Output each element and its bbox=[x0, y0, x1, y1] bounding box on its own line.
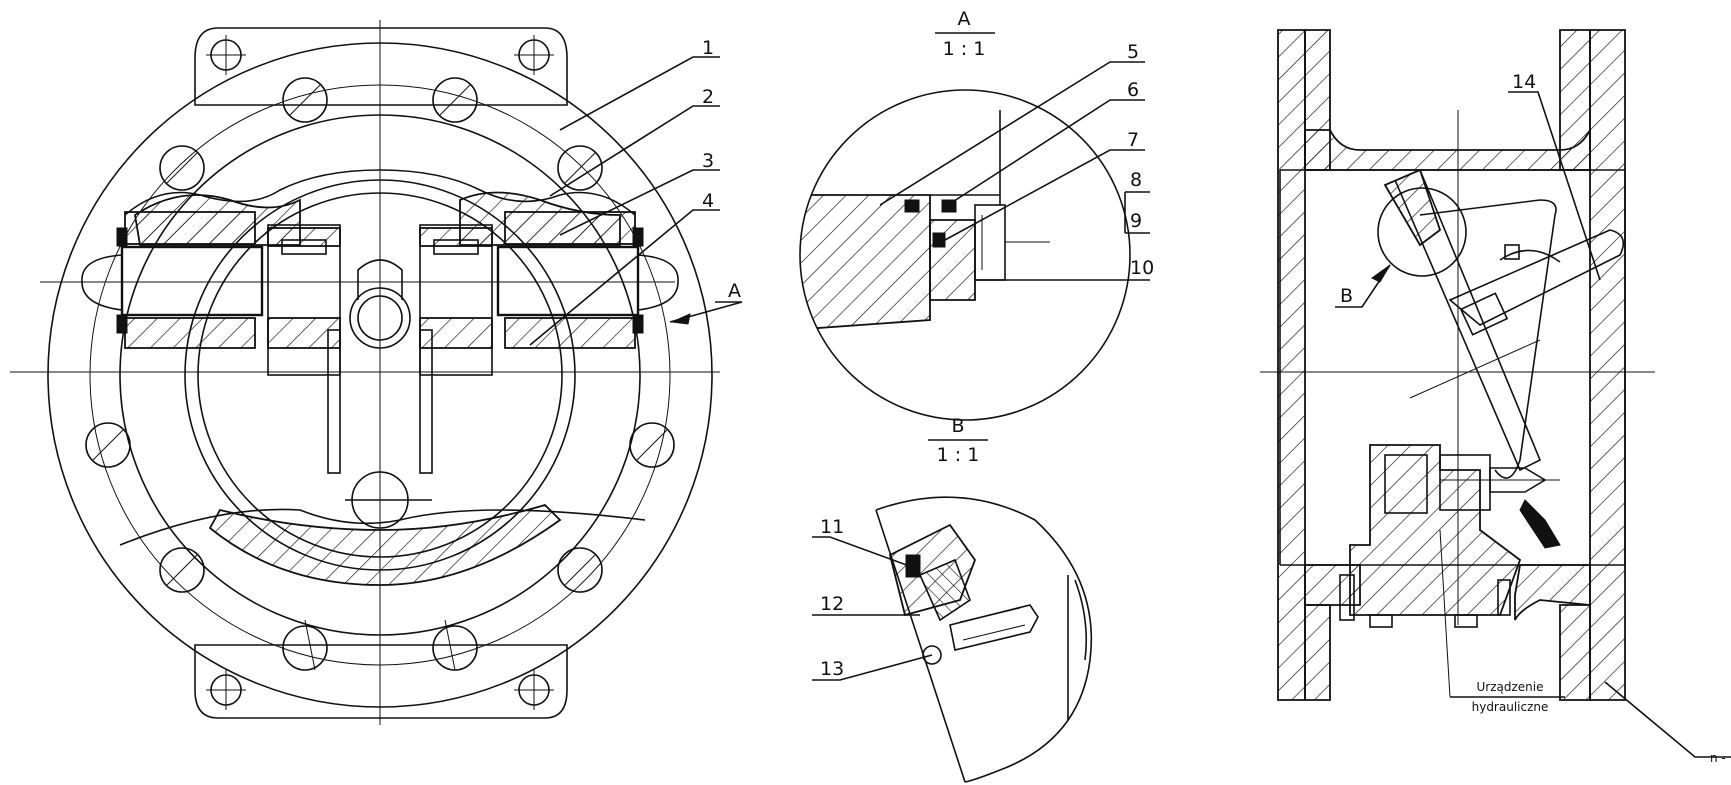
detail-view-a: A 1 : 1 5 6 7 8 9 10 bbox=[799, 8, 1154, 421]
hydraulic-label-line1: Urządzenie bbox=[1477, 680, 1544, 694]
callout-11: 11 bbox=[820, 516, 844, 538]
top-plate bbox=[194, 27, 568, 106]
hydraulic-label-line2: hydrauliczne bbox=[1472, 700, 1549, 714]
left-flange bbox=[1277, 29, 1306, 701]
detail-view-b: B 1 : 1 11 12 13 bbox=[812, 415, 1093, 783]
callout-3: 3 bbox=[702, 150, 714, 172]
plate-bolts bbox=[206, 35, 554, 710]
right-arm bbox=[419, 224, 493, 376]
callout-14: 14 bbox=[1512, 71, 1536, 93]
section-view: B 14 Urządzenie hydrauliczne n - bbox=[1260, 29, 1731, 765]
callout-13: 13 bbox=[820, 658, 844, 680]
body-top-wall bbox=[1304, 129, 1591, 171]
left-arm bbox=[267, 224, 341, 376]
view-b-scale: 1 : 1 bbox=[937, 444, 980, 466]
callout-12: 12 bbox=[820, 593, 844, 615]
detail-b-outline bbox=[875, 496, 1093, 783]
hydraulic-spring bbox=[1384, 454, 1428, 514]
flange-bolt-holes bbox=[85, 77, 675, 671]
callout-9: 9 bbox=[1130, 210, 1142, 232]
callout-1: 1 bbox=[702, 37, 714, 59]
left-bushing bbox=[124, 211, 256, 245]
bottom-plate bbox=[194, 644, 568, 719]
callout-10: 10 bbox=[1130, 257, 1154, 279]
lever-arm bbox=[1419, 199, 1557, 479]
seat-ring bbox=[1383, 168, 1442, 247]
view-b-letter: B bbox=[951, 415, 964, 437]
front-callouts: 1 2 3 4 A bbox=[529, 37, 742, 346]
view-a-scale: 1 : 1 bbox=[943, 38, 986, 60]
cut-label: n - bbox=[1710, 751, 1726, 765]
callout-2: 2 bbox=[702, 86, 714, 108]
callout-7: 7 bbox=[1127, 129, 1139, 151]
front-view bbox=[10, 20, 743, 725]
callout-8: 8 bbox=[1130, 169, 1142, 191]
callout-6: 6 bbox=[1127, 79, 1139, 101]
callout-4: 4 bbox=[702, 190, 714, 212]
callout-5: 5 bbox=[1127, 41, 1139, 63]
view-a-letter: A bbox=[958, 8, 971, 30]
section-marker-a: A bbox=[728, 280, 741, 302]
lower-section-hatch bbox=[208, 503, 562, 586]
detail-b-marker-circle bbox=[1377, 187, 1467, 277]
section-marker-b: B bbox=[1340, 285, 1353, 307]
